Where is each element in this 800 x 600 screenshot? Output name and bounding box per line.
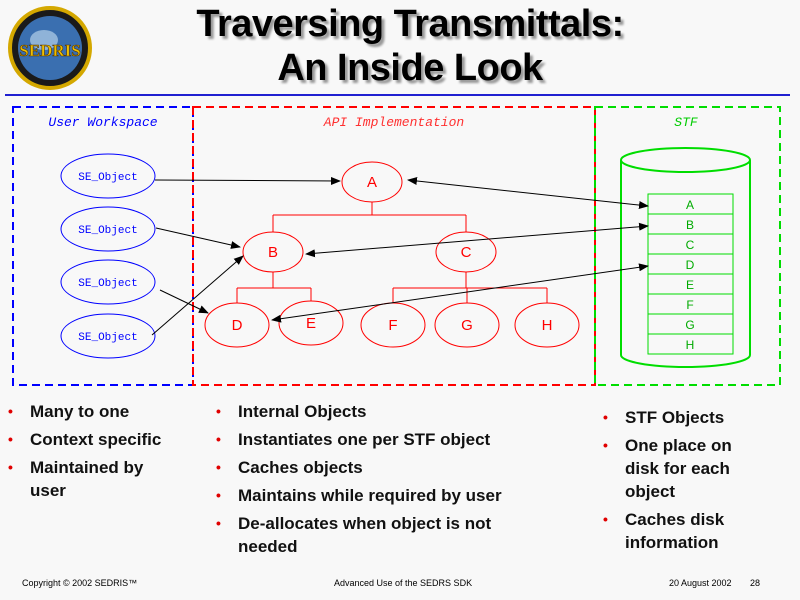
api-node-label: C	[461, 244, 472, 261]
stf-row-label: D	[686, 258, 695, 272]
stf-row-label: H	[686, 338, 695, 352]
bullet: One place on disk for each object	[597, 434, 755, 503]
stf-row-label: E	[686, 278, 694, 292]
title-line-2: An Inside Look	[277, 47, 543, 89]
title-line-1: Traversing Transmittals:	[196, 3, 624, 45]
api-node-a	[341, 161, 403, 203]
se-object-ellipse	[60, 206, 156, 252]
user-bullets: Many to one Context specific Maintained …	[2, 400, 182, 507]
arrow-se1-a	[154, 176, 341, 185]
se-object-label: SE_Object	[78, 278, 137, 290]
user-workspace-label: User Workspace	[48, 115, 157, 130]
sedris-logo: SEDRIS	[8, 6, 92, 90]
svg-text:SEDRIS: SEDRIS	[19, 41, 80, 60]
api-node-label: D	[232, 317, 243, 334]
api-label: API Implementation	[323, 115, 464, 130]
api-node-d	[204, 302, 270, 348]
slide-title: Traversing Transmittals: An Inside Look	[150, 2, 670, 90]
arrow-b-stf	[305, 222, 649, 258]
bullet: Caches disk information	[597, 508, 755, 554]
bullet: Many to one	[2, 400, 182, 423]
bullet: Maintained by user	[2, 456, 170, 502]
bullet: Maintains while required by user	[210, 484, 580, 507]
api-node-label: B	[268, 244, 278, 261]
bullet: Caches objects	[210, 456, 580, 479]
footer-copyright: Copyright © 2002 SEDRIS™	[22, 578, 138, 588]
bullet: De-allocates when object is not needed	[210, 512, 538, 558]
stf-row-label: F	[686, 298, 693, 312]
bullet: STF Objects	[597, 406, 777, 429]
stf-row	[647, 333, 734, 355]
api-node-label: H	[542, 317, 553, 334]
se-object-ellipse	[60, 313, 156, 359]
se-object-label: SE_Object	[78, 225, 137, 237]
arrow-se4-b	[151, 255, 244, 336]
api-box	[192, 106, 596, 386]
arrow-se2-b	[155, 227, 241, 249]
api-node-label: A	[367, 174, 377, 191]
api-node-label: F	[388, 317, 397, 334]
stf-cylinder	[620, 147, 751, 368]
se-object-label: SE_Object	[78, 332, 137, 344]
api-node-label: G	[461, 317, 473, 334]
bullet: Internal Objects	[210, 400, 580, 423]
arrow-se3-d	[159, 289, 209, 314]
stf-row-label: B	[686, 218, 694, 232]
footer-course: Advanced Use of the SEDRS SDK	[334, 578, 473, 588]
se-object-ellipse	[60, 259, 156, 305]
stf-label: STF	[674, 115, 698, 130]
se-object-label: SE_Object	[78, 172, 137, 184]
stf-row-label: G	[685, 318, 694, 332]
footer-date: 20 August 2002	[669, 578, 732, 588]
stf-bullets: STF Objects One place on disk for each o…	[597, 406, 777, 559]
stf-row-label: C	[686, 238, 695, 252]
stf-row-label: A	[686, 198, 694, 212]
api-node-label: E	[306, 315, 316, 332]
footer-page-number: 28	[750, 578, 761, 588]
user-workspace-box	[12, 106, 194, 386]
arrow-d-stf	[271, 263, 649, 323]
se-object-ellipse	[60, 153, 156, 199]
bullet: Context specific	[2, 428, 182, 451]
arrow-a-stf	[407, 176, 649, 210]
api-bullets: Internal Objects Instantiates one per ST…	[210, 400, 580, 563]
bullet: Instantiates one per STF object	[210, 428, 580, 451]
